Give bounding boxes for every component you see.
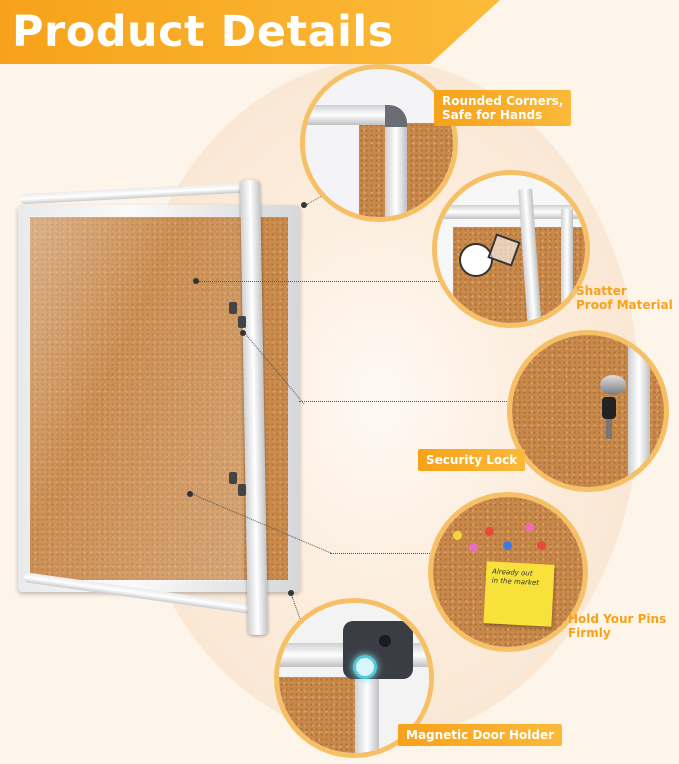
page-title: Product Details (12, 7, 394, 57)
pin-yellow-icon (453, 531, 462, 540)
pin-magenta-icon (525, 523, 534, 532)
detail-magnetic-holder (274, 598, 434, 758)
pointer-dot-lock (240, 330, 246, 336)
lock-upper-icon (229, 302, 237, 314)
label-shatter-proof: Shatter Proof Material (576, 284, 673, 312)
detail-shatter-proof (432, 170, 590, 328)
magnet-icon (353, 655, 377, 679)
header-banner (0, 0, 500, 64)
lock-upper-key-icon (238, 316, 246, 328)
pin-blue-icon (503, 541, 512, 550)
lock-lower-key-icon (238, 484, 246, 496)
label-security-lock: Security Lock (418, 449, 526, 471)
pointer-line-material (199, 281, 457, 282)
pin-red-2-icon (537, 541, 546, 550)
key-icon (602, 397, 616, 419)
label-rounded-corners: Rounded Corners, Safe for Hands (434, 90, 572, 126)
pointer-line-lock (299, 401, 511, 402)
label-hold-pins: Hold Your Pins Firmly (568, 612, 667, 640)
pin-pink-icon (469, 543, 478, 552)
soccer-ball-icon (459, 243, 493, 277)
sticky-note: Already out in the market (483, 561, 555, 627)
lock-lower-icon (229, 472, 237, 484)
pointer-dot-corners (301, 202, 307, 208)
pointer-dot-magnet (288, 590, 294, 596)
lock-cylinder-icon (600, 375, 626, 395)
pointer-dot-material (193, 278, 199, 284)
detail-hold-pins: Already out in the market (428, 492, 588, 652)
pointer-line-pins (330, 553, 430, 554)
pin-red-icon (485, 527, 494, 536)
glass-door-panel (30, 216, 244, 582)
detail-rounded-corners (300, 64, 458, 222)
pointer-dot-pins (187, 491, 193, 497)
detail-security-lock (507, 330, 669, 492)
label-magnetic-holder: Magnetic Door Holder (398, 724, 563, 746)
